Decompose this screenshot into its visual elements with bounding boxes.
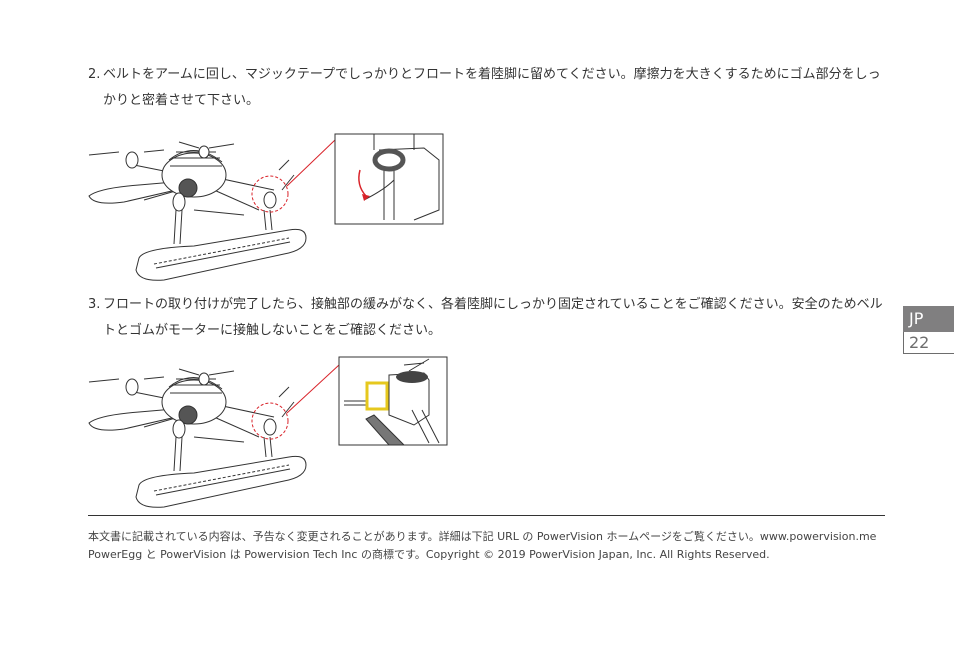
language-tab: JP: [903, 306, 954, 332]
drone-float-strap-illustration: [88, 133, 444, 281]
page-number: 22: [909, 333, 930, 352]
instruction-step-2: 2. ベルトをアームに回し、マジックテープでしっかりとフロートを着陸脚に留めてく…: [88, 62, 888, 114]
step-text: フロートの取り付けが完了したら、接触部の緩みがなく、各着陸脚にしっかり固定されて…: [103, 297, 883, 338]
footer-divider: [88, 515, 885, 516]
footer-notice: 本文書に記載されている内容は、予告なく変更されることがあります。詳細は下記 UR…: [88, 528, 878, 564]
drone-float-installed-illustration: [88, 356, 448, 508]
language-label: JP: [909, 309, 924, 328]
page-number-box: 22: [903, 332, 954, 354]
footer-disclaimer: 本文書に記載されている内容は、予告なく変更されることがあります。詳細は下記 UR…: [88, 530, 877, 543]
footer-copyright: PowerEgg と PowerVision は Powervision Tec…: [88, 548, 770, 561]
step-number: 2.: [88, 67, 101, 82]
instruction-step-3: 3. フロートの取り付けが完了したら、接触部の緩みがなく、各着陸脚にしっかり固定…: [88, 292, 888, 344]
step-text: ベルトをアームに回し、マジックテープでしっかりとフロートを着陸脚に留めてください…: [103, 67, 881, 108]
step-number: 3.: [88, 297, 101, 312]
